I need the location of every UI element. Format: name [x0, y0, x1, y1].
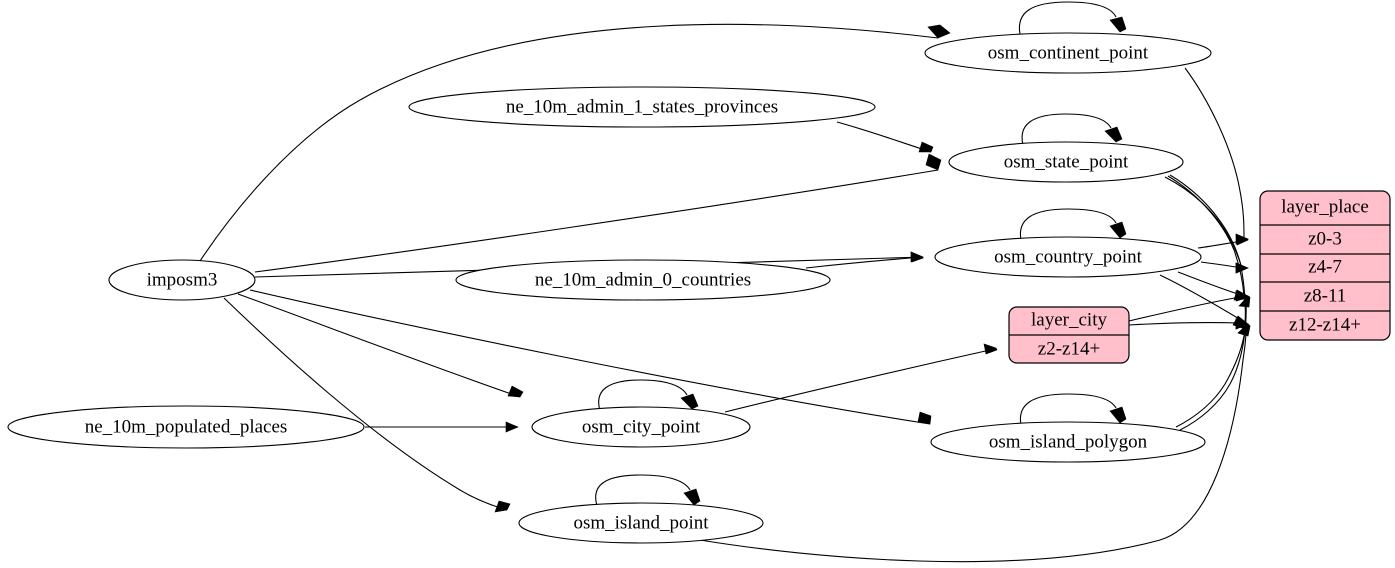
ne-states-ellipse[interactable]: [408, 86, 876, 128]
edge-osm-island-polygon-to-layer-place-z8-11: [1179, 295, 1251, 431]
edge-layer-city-to-layer-place-z8-11: [1128, 290, 1249, 322]
osm-state-point-label: osm_state_point: [1004, 151, 1129, 172]
imposm3-label: imposm3: [147, 269, 218, 290]
node-osm-island-point[interactable]: osm_island_point: [518, 502, 764, 544]
osm-island-polygon-label: osm_island_polygon: [989, 431, 1148, 452]
layer-city-row-z2-z14-label[interactable]: z2-z14+: [1038, 338, 1100, 359]
osm-island-point-ellipse[interactable]: [518, 502, 764, 544]
edge-ne-populated-to-osm-city-point: [365, 421, 519, 433]
edge-osm-island-point-to-layer-place-z12-z14: [699, 323, 1251, 563]
edge-osm-continent-point-self-loop: [1018, 1, 1127, 35]
edge-ne-states-to-osm-state-point: [836, 121, 934, 153]
node-layer: imposm3 ne_10m_admin_1_states_provinces …: [7, 32, 1391, 544]
edge-imposm3-to-osm-continent-point: [199, 23, 951, 262]
layer-place-row-z8-11-label[interactable]: z8-11: [1304, 285, 1347, 306]
ne-states-label: ne_10m_admin_1_states_provinces: [506, 96, 778, 117]
osm-country-point-label: osm_country_point: [994, 246, 1142, 267]
edge-layer: [199, 1, 1251, 563]
node-osm-continent-point[interactable]: osm_continent_point: [924, 32, 1212, 74]
osm-continent-point-ellipse[interactable]: [924, 32, 1212, 74]
ne-populated-ellipse[interactable]: [7, 405, 365, 449]
osm-island-polygon-ellipse[interactable]: [930, 421, 1206, 463]
layer-place-header-label: layer_place: [1281, 196, 1369, 217]
osm-country-point-ellipse[interactable]: [934, 236, 1202, 278]
ne-countries-label: ne_10m_admin_0_countries: [535, 269, 751, 290]
node-osm-island-polygon[interactable]: osm_island_polygon: [930, 421, 1206, 463]
edge-osm-country-point-self-loop: [1019, 208, 1127, 241]
node-osm-country-point[interactable]: osm_country_point: [934, 236, 1202, 278]
node-osm-state-point[interactable]: osm_state_point: [948, 141, 1184, 183]
node-ne-10m-admin-0-countries[interactable]: ne_10m_admin_0_countries: [455, 259, 831, 301]
node-ne-10m-populated-places[interactable]: ne_10m_populated_places: [7, 405, 365, 449]
osm-city-point-label: osm_city_point: [582, 416, 701, 437]
node-osm-city-point[interactable]: osm_city_point: [531, 406, 751, 448]
edge-osm-country-point-to-layer-place-z0-3: [1197, 234, 1249, 249]
node-layer-place[interactable]: layer_place z0-3 z4-7 z8-11 z12-z14+: [1259, 190, 1391, 341]
layer-place-row-z0-3-label[interactable]: z0-3: [1308, 228, 1342, 249]
edge-osm-island-point-self-loop: [595, 474, 701, 507]
edge-osm-island-polygon-self-loop: [1019, 393, 1127, 426]
ne-countries-ellipse[interactable]: [455, 259, 831, 301]
edge-osm-city-point-to-layer-city: [724, 343, 998, 413]
layer-place-row-z4-7-label[interactable]: z4-7: [1308, 256, 1342, 277]
osm-island-point-label: osm_island_point: [573, 512, 709, 533]
node-ne-10m-admin-1-states-provinces[interactable]: ne_10m_admin_1_states_provinces: [408, 86, 876, 128]
edge-osm-island-polygon-to-layer-place-z12-z14: [1175, 323, 1251, 428]
node-imposm3[interactable]: imposm3: [108, 259, 256, 301]
node-layer-city[interactable]: layer_city z2-z14+: [1008, 306, 1130, 364]
layer-place-box[interactable]: [1259, 190, 1391, 341]
edge-osm-country-point-to-layer-place-z4-7: [1200, 261, 1249, 274]
layer-city-header-label: layer_city: [1031, 309, 1107, 330]
imposm3-ellipse[interactable]: [108, 259, 256, 301]
edge-imposm3-to-osm-state-point: [254, 153, 942, 273]
edge-imposm3-to-osm-island-point: [223, 297, 511, 513]
edge-imposm3-to-osm-island-polygon: [249, 289, 932, 425]
edge-imposm3-to-osm-city-point: [237, 293, 524, 398]
edge-osm-city-point-self-loop: [598, 379, 699, 412]
edge-osm-state-point-self-loop: [1021, 113, 1123, 146]
osm-city-point-ellipse[interactable]: [531, 406, 751, 448]
osm-state-point-ellipse[interactable]: [948, 141, 1184, 183]
edge-layer-city-to-layer-place-z12-z14: [1128, 318, 1249, 330]
edge-ne-countries-to-osm-country-point: [805, 251, 924, 269]
layer-place-row-z12-z14-label[interactable]: z12-z14+: [1289, 314, 1361, 335]
osm-continent-point-label: osm_continent_point: [988, 42, 1149, 63]
edge-osm-country-point-to-layer-place-z12-z14: [1159, 274, 1249, 330]
ne-populated-label: ne_10m_populated_places: [85, 416, 288, 437]
